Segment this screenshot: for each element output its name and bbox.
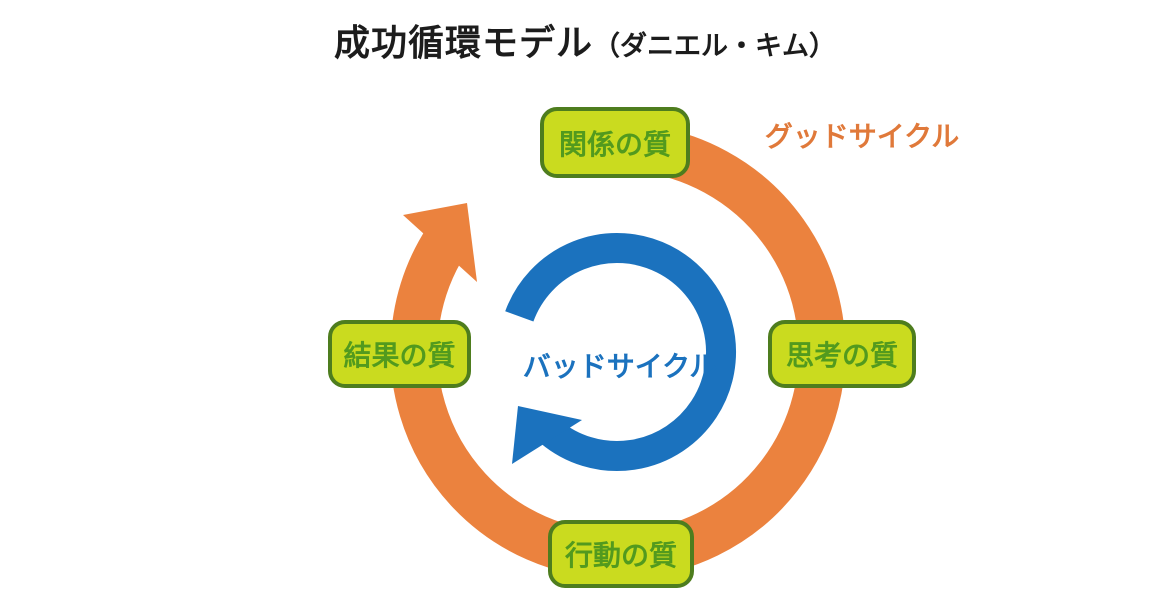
- bad-cycle-label: バッドサイクル: [522, 351, 718, 382]
- good-cycle-label: グッドサイクル: [764, 121, 960, 152]
- good-cycle-arrowhead-icon: [403, 203, 477, 282]
- node-quality-of-thinking: 思考の質: [768, 320, 916, 388]
- node-quality-of-action: 行動の質: [548, 520, 694, 588]
- diagram-title: 成功循環モデル（ダニエル・キム）: [0, 14, 1170, 66]
- node-label: 結果の質: [343, 340, 456, 371]
- node-quality-of-relationships: 関係の質: [540, 107, 690, 178]
- bad-cycle-arrowhead-icon: [512, 406, 582, 464]
- diagram-title-main: 成功循環モデル: [333, 22, 593, 63]
- node-quality-of-results: 結果の質: [328, 320, 471, 388]
- node-label: 行動の質: [564, 540, 677, 571]
- diagram-title-subtitle: （ダニエル・キム）: [593, 31, 836, 61]
- node-label: 思考の質: [785, 340, 898, 371]
- node-label: 関係の質: [558, 128, 671, 160]
